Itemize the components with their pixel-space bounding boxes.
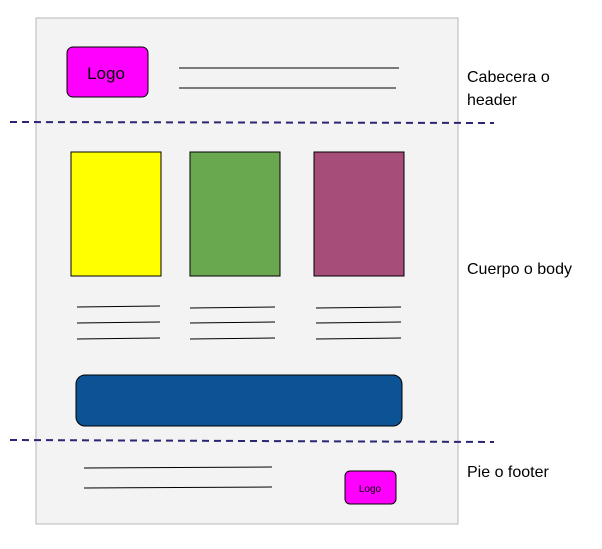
content-block-green [189,151,281,277]
footer-text-line [83,466,273,469]
header-section: Logo [66,46,399,98]
body-text-line [189,306,276,309]
header-label-line1: Cabecera o [467,69,550,86]
body-text-line [189,337,276,340]
body-text-line [315,306,402,309]
body-text-line [315,321,402,324]
body-label: Cuerpo o body [467,261,572,278]
content-block-yellow [70,151,162,277]
header-label-line2: header [467,92,517,109]
footer-text-line [83,486,273,489]
body-banner [75,374,403,427]
body-section [70,151,405,427]
header-logo [66,46,149,98]
content-block-purple [313,151,405,277]
divider-body-footer [9,439,495,443]
footer-section: Logo [83,466,397,505]
footer-label: Pie o footer [467,464,550,481]
body-text-line [189,321,276,324]
body-text-line [315,337,402,340]
body-text-line [76,305,161,308]
footer-logo [344,470,397,505]
body-text-line [76,321,161,324]
body-text-line [76,337,161,340]
header-logo-text: Logo [87,64,125,83]
footer-logo-text: Logo [359,484,382,495]
divider-header-body [9,121,495,124]
